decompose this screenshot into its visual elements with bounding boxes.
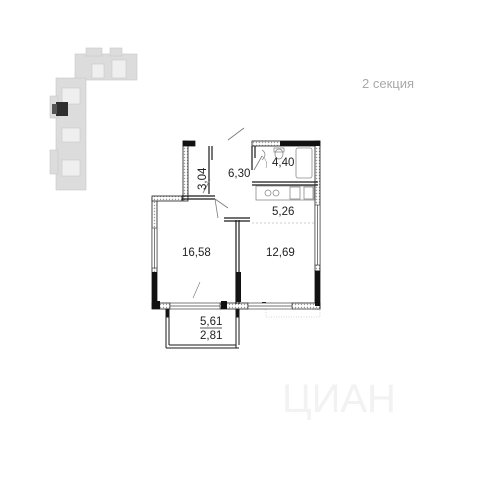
stove-burner-icon (264, 189, 272, 197)
door-swings (192, 127, 267, 299)
fridge-icon (303, 186, 314, 200)
section-label: 2 секция (362, 76, 415, 91)
stove-burner-icon (272, 189, 280, 197)
kitchen-counter (255, 185, 315, 201)
room-area-hallway: 6,30 (228, 168, 250, 180)
room-area-balcony-reduced: 2,81 (200, 330, 222, 342)
kitchen-sink-icon (289, 186, 301, 200)
interior-walls (182, 146, 318, 304)
balcony (165, 308, 240, 349)
watermark-text: ЦИАН (282, 377, 396, 421)
sink-icon (261, 149, 266, 161)
room-area-living-room: 16,58 (182, 247, 211, 259)
room-area-kitchen: 5,26 (272, 206, 294, 218)
windows (151, 204, 321, 310)
room-area-bedroom: 12,69 (266, 247, 295, 259)
bathroom-fixtures (261, 147, 313, 179)
room-area-balcony-total: 5,61 (200, 316, 222, 328)
adjacent-outline (265, 308, 321, 318)
bathtub-icon (295, 147, 313, 179)
key-plan-current-section (52, 102, 68, 116)
room-area-corridor: 3,04 (197, 167, 209, 190)
room-area-bathroom: 4,40 (272, 157, 294, 169)
toilet-icon (274, 148, 284, 160)
key-plan-wing-horizontal (74, 47, 138, 81)
